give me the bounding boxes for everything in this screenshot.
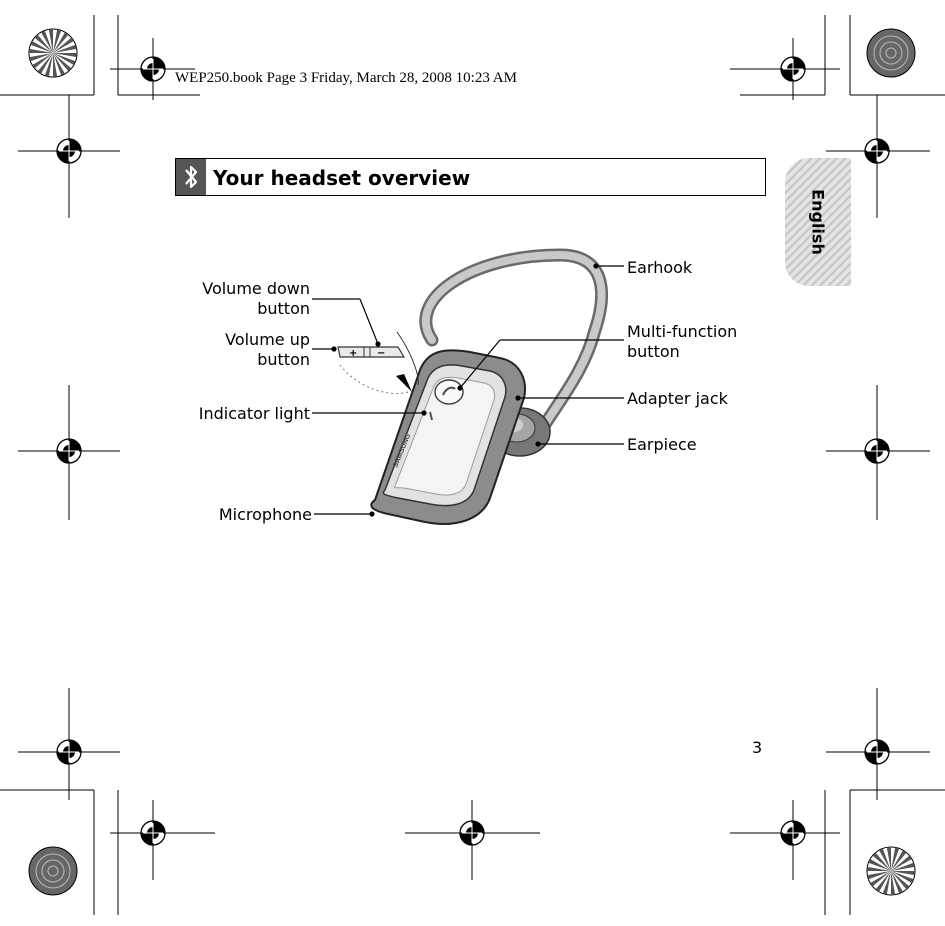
starburst-ray xyxy=(891,871,910,890)
section-title: Your headset overview xyxy=(213,166,471,190)
starburst-ray xyxy=(891,871,896,895)
starburst-ray xyxy=(44,53,53,77)
starburst-ray xyxy=(53,37,74,53)
starburst-ray xyxy=(886,847,891,871)
starburst-ray xyxy=(891,850,907,871)
starburst-ray xyxy=(891,871,914,883)
volume-up-key: + xyxy=(349,348,357,359)
starburst-ray xyxy=(891,862,915,871)
starburst-ray xyxy=(37,53,53,74)
starburst-mark xyxy=(28,846,78,896)
starburst-ray xyxy=(29,48,53,53)
starburst-ray xyxy=(48,29,53,53)
starburst-ray xyxy=(53,53,72,72)
starburst-ray xyxy=(29,53,53,62)
starburst-ray xyxy=(53,53,77,58)
starburst-ray xyxy=(872,852,891,871)
starburst-ray xyxy=(53,53,76,65)
starburst-ray xyxy=(879,848,891,871)
starburst-ray xyxy=(875,871,891,892)
starburst-ray xyxy=(53,53,65,76)
starburst-ray xyxy=(891,855,912,871)
starburst-ray xyxy=(53,29,62,53)
starburst-ray xyxy=(891,847,900,871)
callout-microphone: Microphone xyxy=(218,505,312,524)
starburst-ray xyxy=(53,32,69,53)
page-number: 3 xyxy=(752,738,763,757)
starburst-ray xyxy=(867,871,891,880)
starburst-ray xyxy=(891,871,903,894)
starburst-ray xyxy=(53,44,77,53)
starburst-ray xyxy=(882,871,891,895)
starburst-mark xyxy=(866,28,916,78)
starburst-ray xyxy=(868,859,891,871)
bluetooth-icon xyxy=(176,159,206,195)
section-heading: Your headset overview xyxy=(175,158,766,196)
starburst-ray xyxy=(53,53,58,77)
language-tab: English xyxy=(785,158,851,286)
starburst-mark xyxy=(28,28,78,78)
callout-multi-function: Multi-function button xyxy=(627,322,738,361)
callout-indicator-light: Indicator light xyxy=(198,404,310,423)
callout-earpiece: Earpiece xyxy=(627,435,697,454)
volume-down-key: − xyxy=(377,348,385,359)
starburst-ray xyxy=(34,34,53,53)
starburst-ray xyxy=(891,871,915,876)
starburst-mark xyxy=(866,846,916,896)
print-header: WEP250.book Page 3 Friday, March 28, 200… xyxy=(175,70,517,86)
callout-volume-up: Volume up button xyxy=(225,330,310,369)
starburst-ray xyxy=(32,53,53,69)
callout-earhook: Earhook xyxy=(627,258,693,277)
starburst-ray xyxy=(30,41,53,53)
starburst-ray xyxy=(870,871,891,887)
starburst-ray xyxy=(867,866,891,871)
callout-adapter-jack: Adapter jack xyxy=(627,389,728,408)
starburst-ray xyxy=(41,30,53,53)
callout-volume-down: Volume down button xyxy=(202,279,310,318)
